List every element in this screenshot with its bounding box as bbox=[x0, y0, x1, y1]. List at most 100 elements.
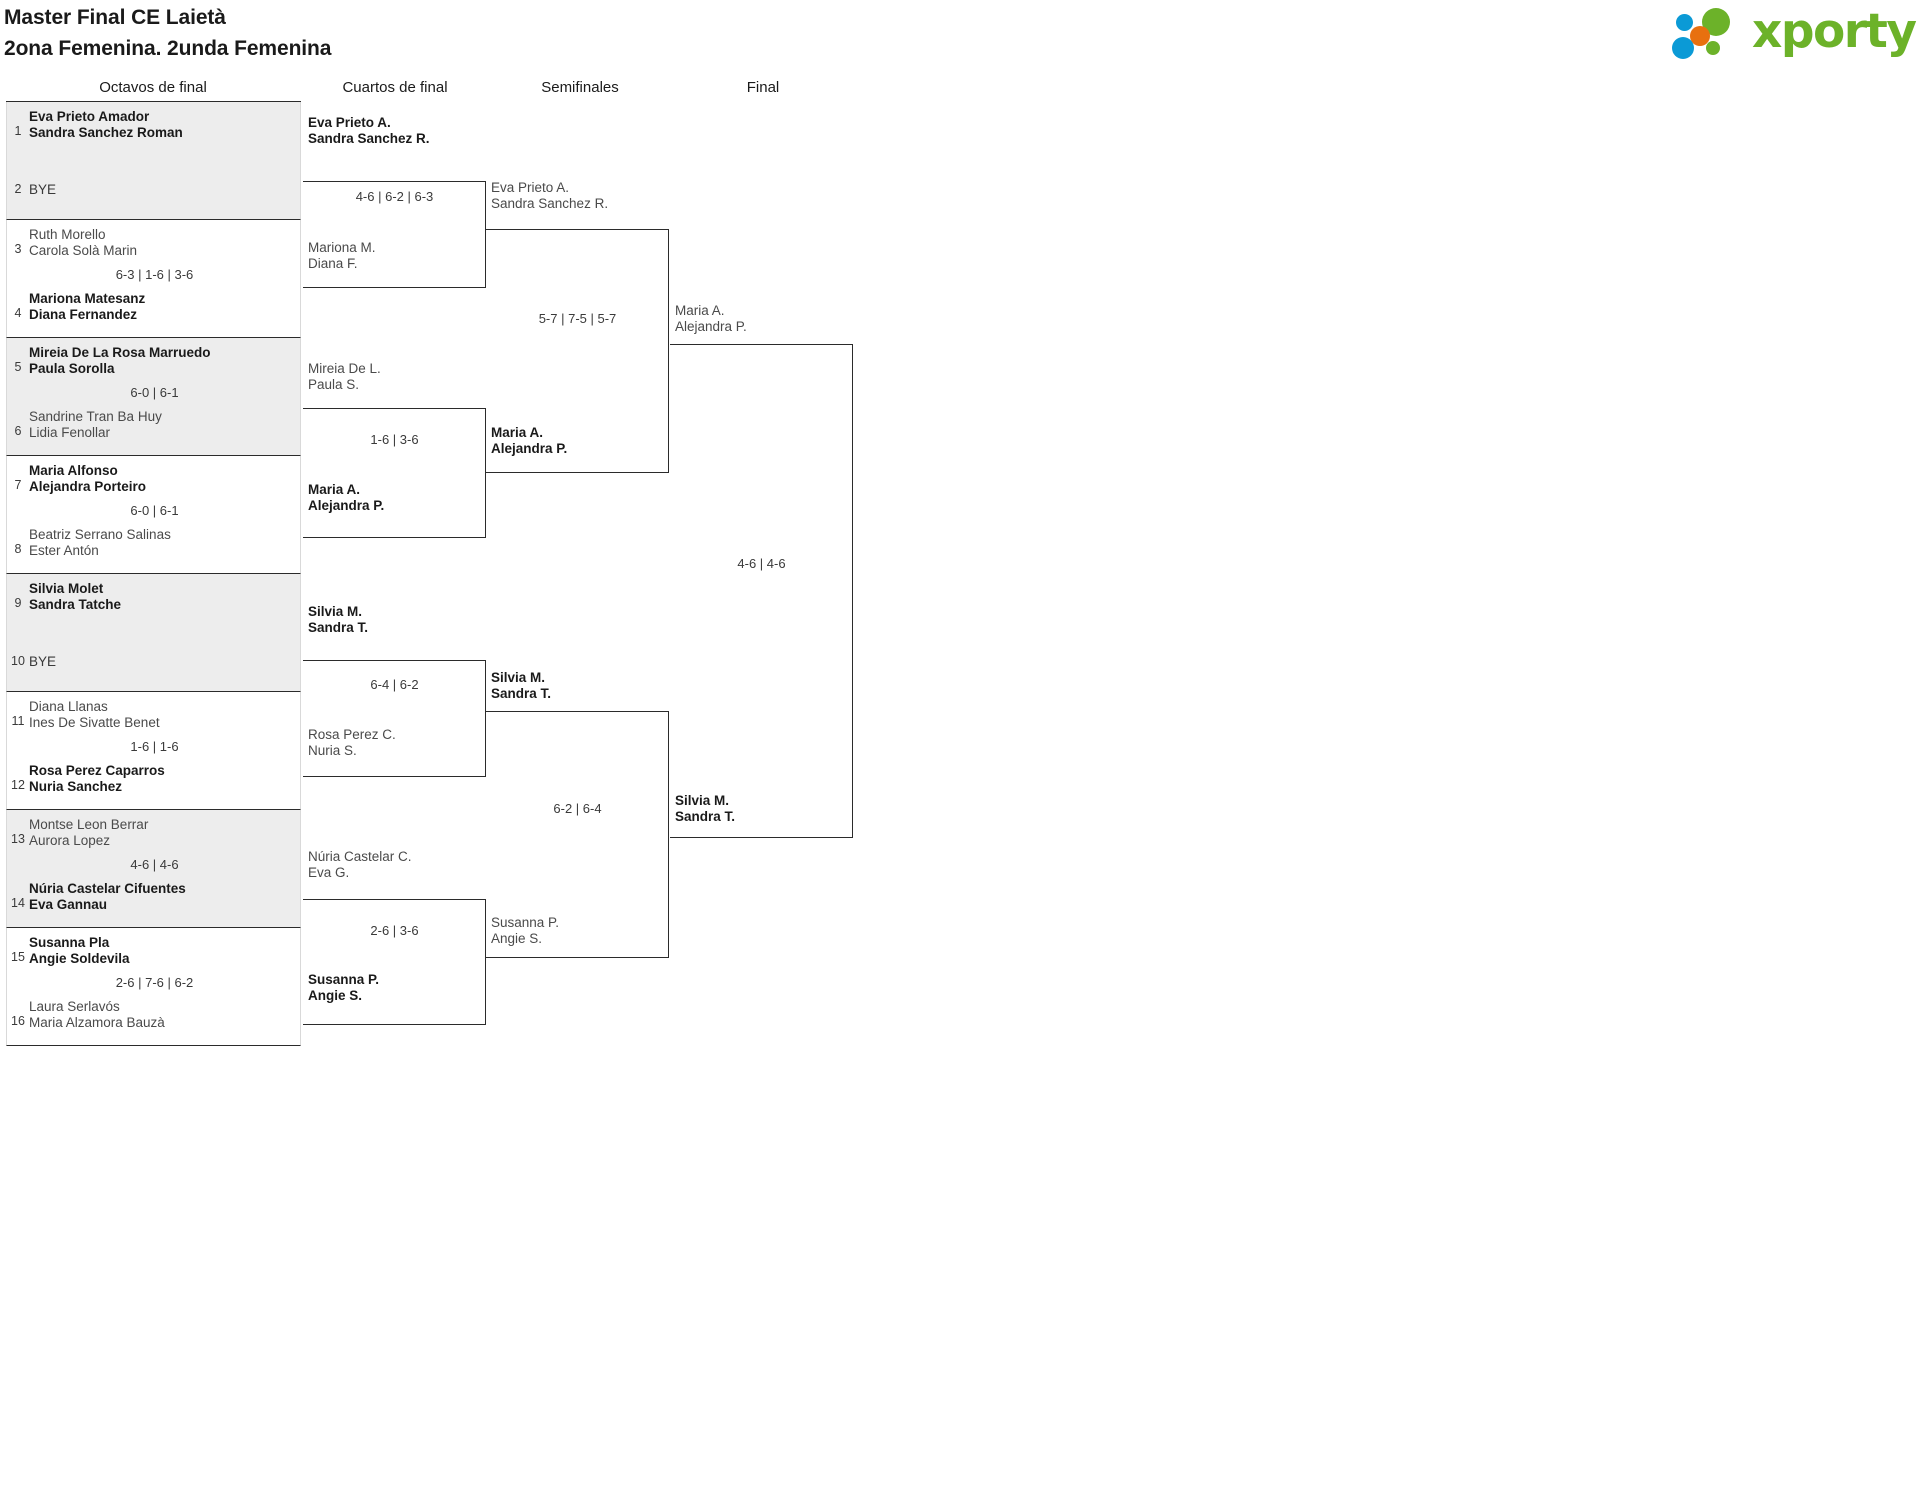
player-name-1: Maria A. bbox=[675, 303, 725, 318]
player-names: Silvia M.Sandra T. bbox=[675, 793, 735, 824]
player-name-2: Carola Solà Marin bbox=[29, 242, 138, 258]
bracket-connector-box bbox=[486, 711, 669, 958]
match-score: 4-6 | 4-6 bbox=[737, 556, 786, 571]
player-name-2: Aurora Lopez bbox=[29, 832, 111, 848]
player-name-2: Eva Gannau bbox=[29, 896, 108, 912]
logo-dot-green-small bbox=[1706, 41, 1720, 55]
player-name-1: Rosa Perez C. bbox=[308, 727, 396, 742]
match-score: 6-4 | 6-2 bbox=[370, 677, 419, 692]
player-name-1: Ruth Morello bbox=[29, 227, 106, 242]
player-names: Mireia De L.Paula S. bbox=[308, 361, 381, 392]
seed-number: 14 bbox=[11, 896, 25, 910]
match-score: 4-6 | 6-2 | 6-3 bbox=[355, 189, 434, 204]
player-name-1: Silvia Molet bbox=[29, 581, 104, 596]
player-names: Maria A.Alejandra P. bbox=[491, 425, 567, 456]
seed-number: 11 bbox=[11, 714, 25, 728]
seed-number: 4 bbox=[14, 306, 22, 320]
player-name-2: Paula S. bbox=[308, 376, 360, 392]
player-name-1: Laura Serlavós bbox=[29, 999, 120, 1014]
r16-player-slot[interactable]: 2 BYE bbox=[7, 161, 300, 220]
player-name-2: Angie S. bbox=[308, 987, 363, 1003]
player-name-1: Mireia De La Rosa Marruedo bbox=[29, 345, 211, 360]
xporty-logo[interactable]: xporty bbox=[1672, 4, 1917, 62]
seed-number: 8 bbox=[14, 542, 22, 556]
seed-number: 13 bbox=[11, 832, 25, 846]
logo-dot-blue-small bbox=[1676, 14, 1693, 31]
match-score: 6-0 | 6-1 bbox=[130, 385, 179, 400]
player-name-2: Maria Alzamora Bauzà bbox=[29, 1014, 165, 1030]
round-header-final: Final bbox=[746, 79, 780, 96]
bracket-connector-box bbox=[303, 181, 486, 288]
player-name-2: Sandra T. bbox=[491, 685, 552, 701]
seed-number: 6 bbox=[14, 424, 22, 438]
player-name-2: Alejandra P. bbox=[491, 440, 568, 456]
player-names: BYE bbox=[29, 654, 56, 670]
player-name-1: BYE bbox=[29, 182, 57, 197]
logo-dot-blue-large bbox=[1672, 37, 1694, 59]
player-name-1: Mariona Matesanz bbox=[29, 291, 146, 306]
bracket-connector-box bbox=[670, 344, 853, 838]
player-name-2: Ines De Sivatte Benet bbox=[29, 714, 160, 730]
round-header-cuartos: Cuartos de final bbox=[342, 79, 448, 96]
player-name-2: Diana F. bbox=[308, 255, 358, 271]
player-name-1: Susanna P. bbox=[491, 915, 560, 930]
player-name-1: Beatriz Serrano Salinas bbox=[29, 527, 171, 542]
player-name-2: Sandra T. bbox=[675, 808, 736, 824]
player-names: Maria A.Alejandra P. bbox=[675, 303, 747, 334]
seed-number: 12 bbox=[11, 778, 25, 792]
seed-number: 2 bbox=[14, 182, 22, 196]
player-names: Susanna P.Angie S. bbox=[491, 915, 559, 946]
player-names: Eva Prieto A.Sandra Sanchez R. bbox=[491, 180, 608, 211]
seed-number: 5 bbox=[14, 360, 22, 374]
seed-number: 3 bbox=[14, 242, 22, 256]
player-name-1: Eva Prieto Amador bbox=[29, 109, 150, 124]
player-name-2: Ester Antón bbox=[29, 542, 99, 558]
player-names: Susanna P.Angie S. bbox=[308, 972, 379, 1003]
logo-dots-icon bbox=[1672, 8, 1750, 60]
seed-number: 1 bbox=[14, 124, 22, 138]
player-name-2: Alejandra Porteiro bbox=[29, 478, 147, 494]
player-name-1: Susanna P. bbox=[308, 972, 380, 987]
round-header-octavos: Octavos de final bbox=[99, 79, 207, 96]
seed-number: 7 bbox=[14, 478, 22, 492]
player-name-1: Silvia M. bbox=[491, 670, 546, 685]
player-name-1: Núria Castelar Cifuentes bbox=[29, 881, 186, 896]
player-name-2: Nuria Sanchez bbox=[29, 778, 123, 794]
player-name-1: Eva Prieto A. bbox=[491, 180, 570, 195]
player-name-2: Eva G. bbox=[308, 864, 350, 880]
match-score: 6-0 | 6-1 bbox=[130, 503, 179, 518]
match-score: 2-6 | 3-6 bbox=[370, 923, 419, 938]
player-name-2: Nuria S. bbox=[308, 742, 357, 758]
